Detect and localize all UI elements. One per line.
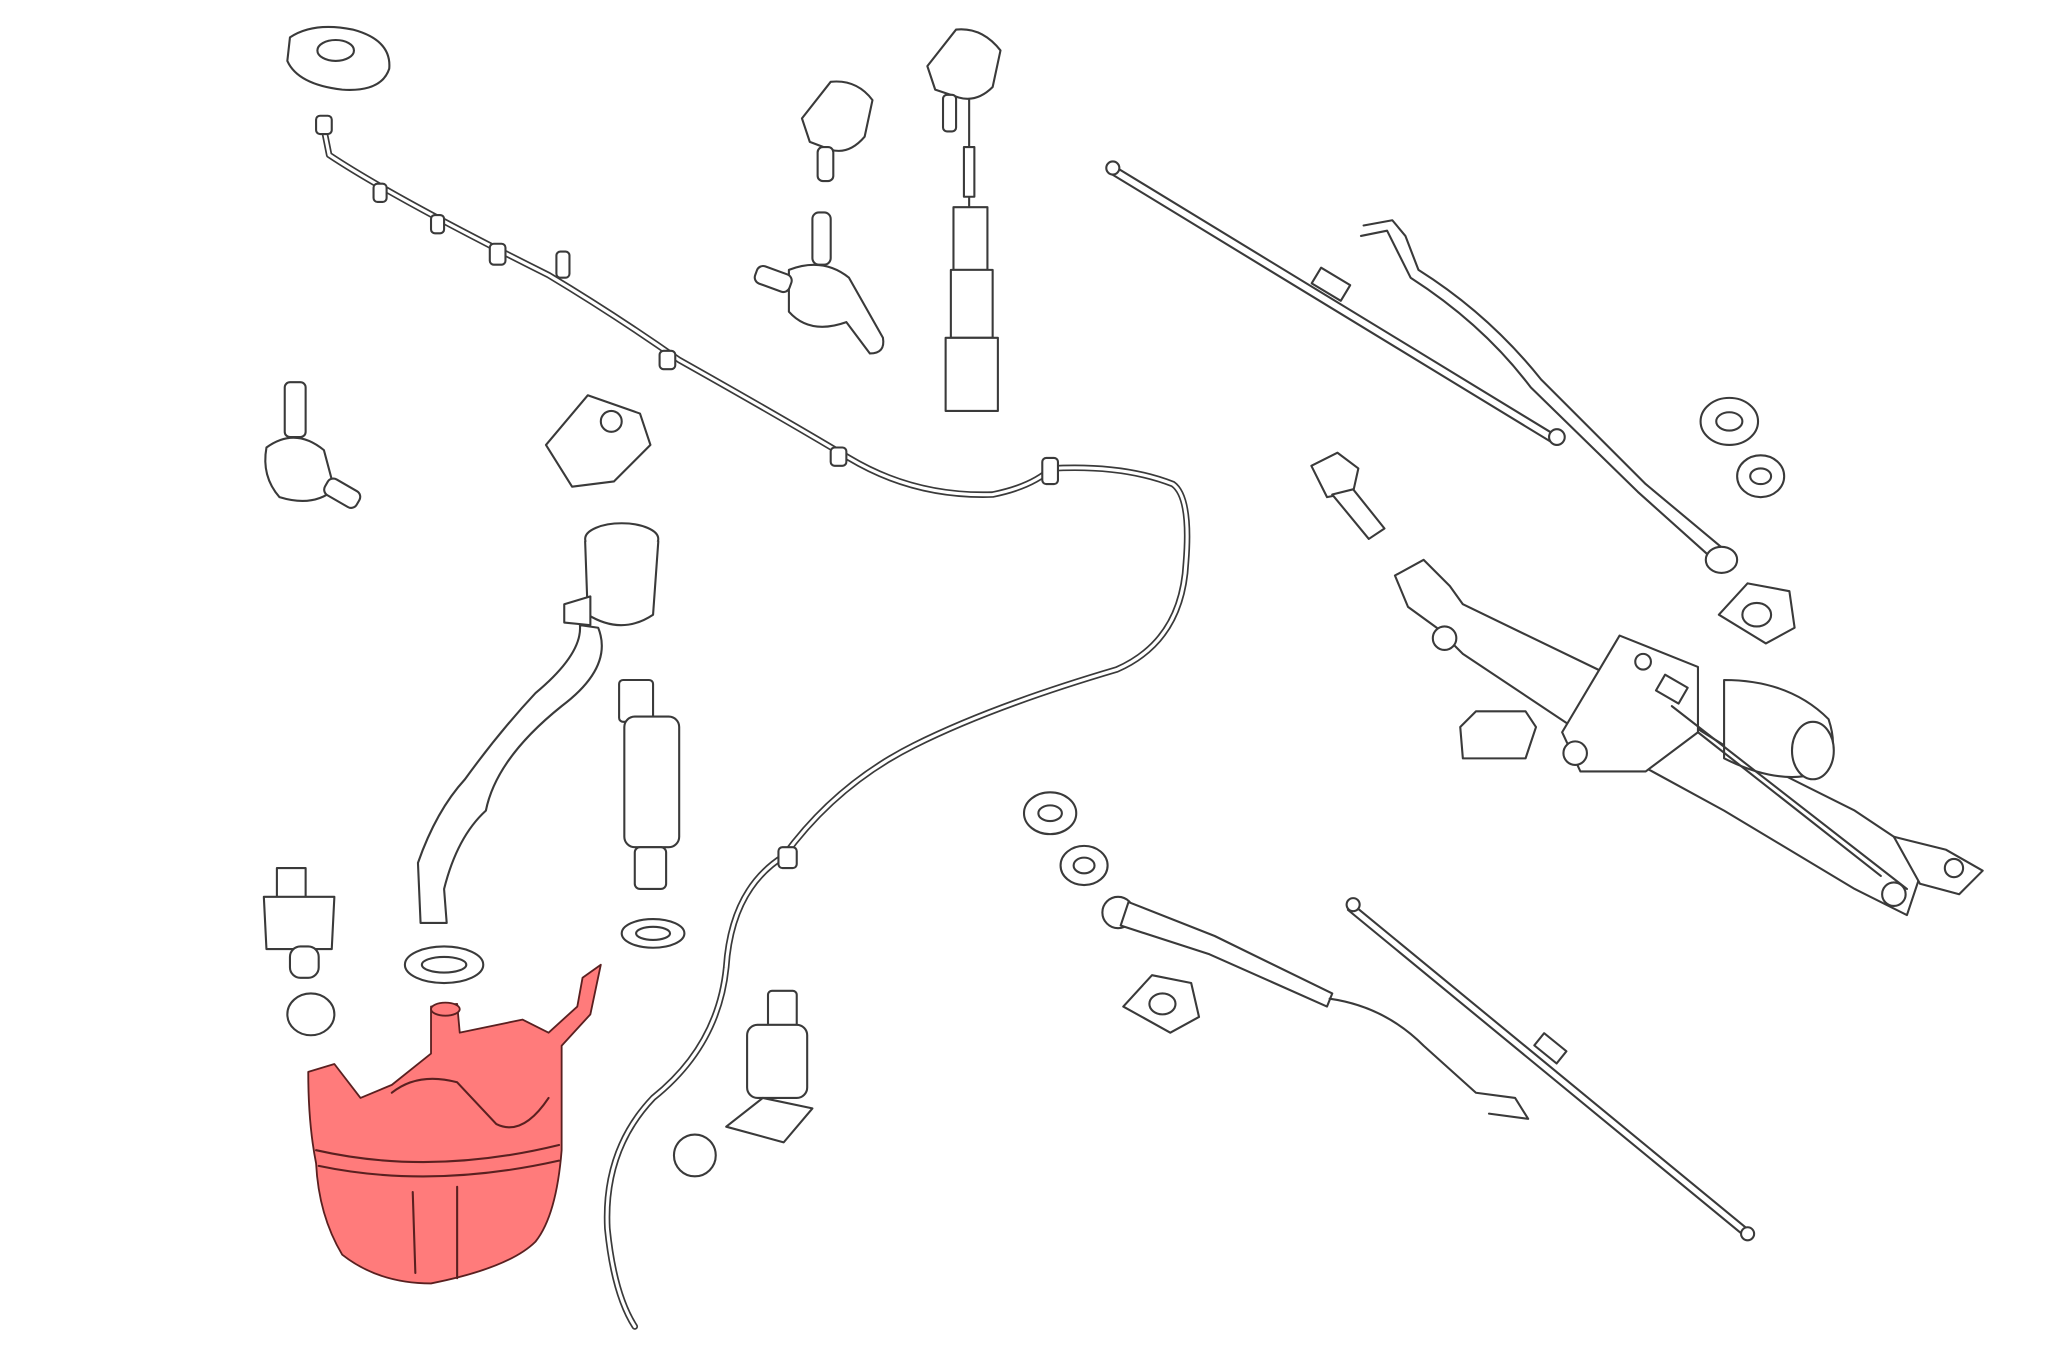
mounting-bolt[interactable] [1310,451,1386,540]
arm-cap-right[interactable] [1717,582,1796,645]
washer-nozzle-with-connector[interactable] [926,28,1002,412]
wiper-blade-right[interactable] [1105,160,1566,446]
grommet-part[interactable] [286,25,391,91]
washer-nozzle-left[interactable] [800,80,874,183]
wiper-blade-left[interactable] [1345,897,1756,1242]
arm-cap-left[interactable] [1122,974,1201,1034]
washer-fluid-reservoir[interactable] [307,963,602,1285]
washer-nut-1[interactable] [1022,791,1078,836]
washer-connector-bracket[interactable] [544,394,652,488]
washer-nut-3[interactable] [1699,396,1760,446]
wiper-linkage-motor[interactable] [1393,558,1984,917]
fluid-level-sensor[interactable] [262,867,336,979]
filler-seal-ring[interactable] [403,945,485,985]
washer-nut-4[interactable] [1736,454,1786,499]
hose-elbow-connector[interactable] [264,381,362,510]
washer-hose-upper[interactable] [315,114,1191,1330]
pump-grommet-lower[interactable] [672,1133,717,1178]
linkage-bracket[interactable] [1459,710,1538,760]
pump-seal-ring-upper[interactable] [620,917,686,949]
washer-pump-upper[interactable] [618,678,681,891]
wiper-arm-left[interactable] [1101,895,1530,1120]
sensor-grommet[interactable] [286,992,336,1037]
washer-pump-lower[interactable] [725,989,814,1144]
washer-nut-2[interactable] [1059,844,1109,887]
hose-tee-connector[interactable] [753,211,885,355]
hose-clip [315,114,1060,870]
reservoir-filler-neck[interactable] [416,522,660,924]
wiper-arm-right[interactable] [1359,219,1739,574]
